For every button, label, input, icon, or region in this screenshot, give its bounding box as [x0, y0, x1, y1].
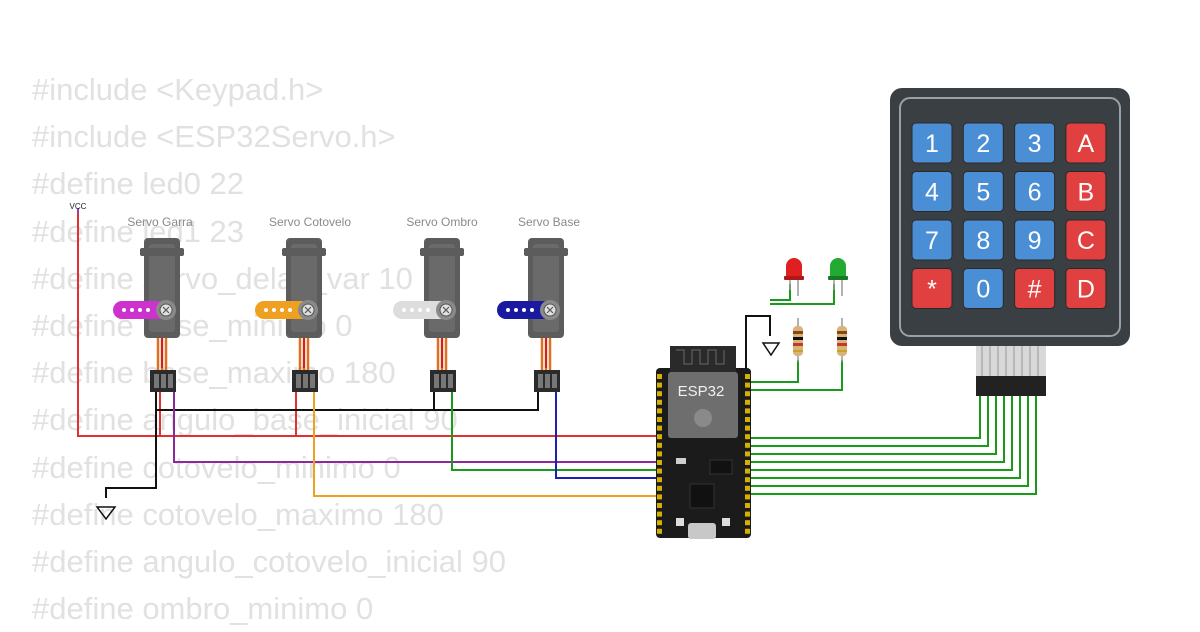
keypad-key-label: 1 [925, 130, 939, 158]
keypad-key[interactable]: 0 [962, 268, 1004, 309]
esp32-board: ESP32 [656, 346, 751, 539]
code-line: #define angulo_cotovelo_inicial 90 [32, 543, 506, 579]
keypad-key[interactable]: 5 [962, 171, 1004, 212]
led-signal-wire [748, 360, 799, 383]
keypad-key-label: 3 [1028, 130, 1042, 158]
servos: Servo Garra Servo Cotovelo Servo Ombro Serv… [113, 215, 580, 392]
keypad-key[interactable]: 7 [911, 219, 953, 261]
keypad-key[interactable]: 4 [911, 171, 953, 212]
servo-label: Servo Cotovelo [269, 215, 351, 229]
resistor [793, 318, 803, 362]
keypad: 1 2 3 A 4 5 6 B 7 8 9 C * 0 # D [890, 88, 1130, 396]
keypad-key-label: # [1028, 276, 1042, 304]
signal-wire-garra [173, 392, 660, 463]
pin-header-left [657, 374, 662, 534]
servo-1[interactable]: Servo Garra [113, 215, 193, 392]
code-line: #include <Keypad.h> [32, 72, 324, 107]
servo-2[interactable]: Servo Cotovelo [255, 215, 351, 392]
keypad-wires [748, 396, 1037, 495]
vcc-label: VCC [70, 202, 87, 211]
esp32-label: ESP32 [678, 383, 725, 400]
signal-wire-cotovelo [313, 392, 660, 497]
led-signal-wire [748, 360, 843, 391]
keypad-key[interactable]: C [1065, 219, 1107, 261]
ground-wire [434, 392, 539, 411]
signal-wire-ombro [451, 392, 660, 471]
resistor [837, 318, 847, 362]
keypad-key[interactable]: 8 [962, 219, 1004, 261]
keypad-key[interactable]: 3 [1014, 122, 1056, 164]
servo-3[interactable]: Servo Ombro [393, 215, 478, 392]
keypad-key-label: 8 [976, 227, 990, 255]
keypad-key[interactable]: D [1065, 268, 1107, 309]
led-red[interactable] [784, 258, 804, 296]
code-background: #include <Keypad.h> #include <ESP32Servo.… [32, 66, 506, 632]
code-line: #define ombro_minimo 0 [32, 591, 374, 627]
keypad-key-label: 6 [1028, 179, 1042, 207]
vcc-wire [77, 212, 660, 437]
servo-4[interactable]: Servo Base [497, 215, 580, 392]
ground-symbol [95, 342, 781, 521]
code-line: #define base_maximo 180 [32, 355, 396, 391]
led-ground-wire [745, 315, 771, 370]
code-line: #define led0 22 [32, 166, 245, 202]
led-green[interactable] [828, 258, 848, 296]
keypad-key-label: * [927, 276, 937, 304]
keypad-key-label: A [1078, 130, 1095, 158]
code-line: #define angulo_base_inicial 90 [32, 402, 458, 438]
signal-wire-base [555, 392, 660, 479]
keypad-key[interactable]: # [1014, 268, 1056, 309]
servo-label: Servo Garra [127, 215, 193, 229]
keypad-key[interactable]: B [1065, 171, 1107, 212]
keypad-key-label: 4 [925, 179, 939, 207]
keypad-key[interactable]: 6 [1014, 171, 1056, 212]
keypad-key-label: 0 [976, 276, 990, 304]
led-ground-wire [770, 284, 791, 301]
code-line: #define cotovelo_minimo 0 [32, 449, 401, 485]
ground-wire [105, 410, 157, 498]
servo-label: Servo Base [518, 215, 580, 229]
keypad-key-label: B [1078, 179, 1095, 207]
keypad-key[interactable]: * [911, 268, 953, 309]
keypad-key[interactable]: 9 [1014, 219, 1056, 261]
keypad-key-label: 2 [976, 130, 990, 158]
keypad-keys: 1 2 3 A 4 5 6 B 7 8 9 C * 0 # D [911, 122, 1107, 309]
keypad-key[interactable]: A [1065, 122, 1107, 164]
code-line: #define led1 23 [32, 213, 245, 249]
code-line: #define cotovelo_maximo 180 [32, 496, 444, 532]
led-ground-wire [770, 284, 835, 305]
code-line: #define servo_delay_var 10 [32, 260, 413, 296]
pin-header-right [745, 374, 750, 534]
wires [77, 208, 1037, 498]
keypad-key-label: C [1077, 227, 1095, 255]
servo-label: Servo Ombro [406, 215, 478, 229]
keypad-key-label: 5 [976, 179, 990, 207]
keypad-key-label: 7 [925, 227, 939, 255]
ground-wire [155, 392, 435, 411]
keypad-key-label: D [1077, 276, 1095, 304]
keypad-key-label: 9 [1028, 227, 1042, 255]
keypad-key[interactable]: 2 [962, 122, 1004, 164]
code-line: #include <ESP32Servo.h> [32, 119, 396, 155]
keypad-key[interactable]: 1 [911, 122, 953, 164]
